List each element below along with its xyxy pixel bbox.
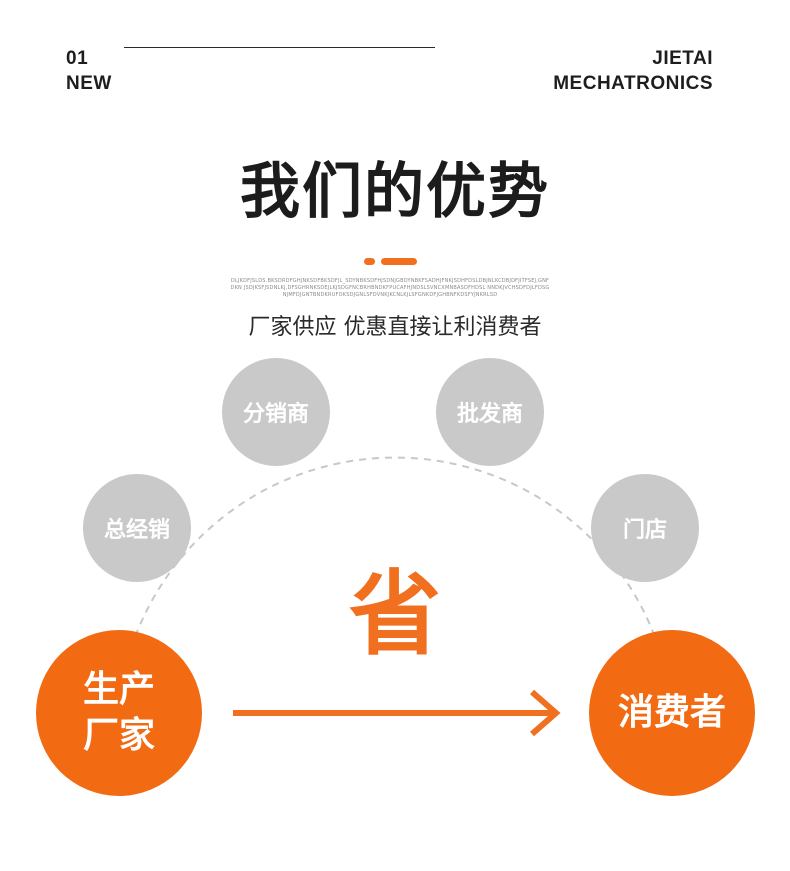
node-distributor-label: 分销商 (242, 402, 309, 427)
node-consumer-label: 消费者 (617, 692, 726, 733)
accent-dot (364, 258, 375, 265)
decorative-fine-print: DLJKDFJSLDS.BKSDRDFGHJNKSDFBKSDFJL_SDYNB… (230, 278, 550, 298)
page-title: 我们的优势 (240, 157, 550, 227)
node-general-distributor: 总经销 (83, 474, 191, 582)
page-subtitle: 厂家供应 优惠直接让利消费者 (248, 315, 542, 340)
arrow-head (530, 689, 561, 737)
node-consumer: 消费者 (589, 630, 755, 796)
accent-bar (381, 258, 417, 265)
node-general-distributor-label: 总经销 (103, 518, 170, 543)
node-distributor: 分销商 (222, 358, 330, 466)
node-manufacturer: 生产 厂家 (36, 630, 202, 796)
header-left-label: 01 NEW (66, 46, 112, 96)
node-wholesaler: 批发商 (436, 358, 544, 466)
node-store-label: 门店 (622, 518, 667, 543)
brand-line1: JIETAI (652, 48, 713, 69)
header-number: 01 (66, 48, 89, 69)
node-manufacturer-line1: 生产 (82, 669, 155, 710)
save-glyph: 省 (348, 561, 441, 668)
node-manufacturer-line2: 厂家 (82, 715, 155, 756)
header-brand: JIETAI MECHATRONICS (553, 46, 713, 96)
node-store: 门店 (591, 474, 699, 582)
header-new: NEW (66, 73, 112, 94)
header-divider (124, 47, 435, 48)
brand-line2: MECHATRONICS (553, 73, 713, 94)
node-wholesaler-label: 批发商 (456, 402, 523, 427)
